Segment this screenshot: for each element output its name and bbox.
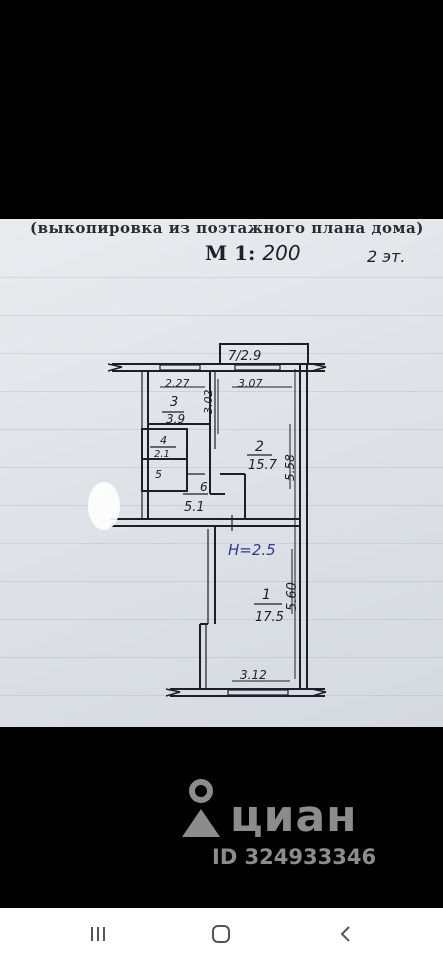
recents-icon xyxy=(91,927,105,941)
room-6-area: 5.1 xyxy=(184,500,205,515)
plan-caption: (выкопировка из поэтажного плана дома) xyxy=(30,219,424,237)
back-button[interactable] xyxy=(316,918,376,950)
ceiling-height-note: Н=2.5 xyxy=(228,541,276,559)
floor-plan-drawing: 7/2.9 2.27 3.07 3.02 5.58 5.60 3.12 3 3.… xyxy=(88,343,327,697)
room-3-area: 3.9 xyxy=(166,412,185,426)
image-viewer[interactable]: (выкопировка из поэтажного плана дома) М… xyxy=(0,0,443,908)
room-6-number: 6 xyxy=(200,480,208,494)
erased-patch xyxy=(88,482,120,530)
cian-watermark: циан ID 324933346 xyxy=(178,775,418,875)
home-icon xyxy=(212,925,230,943)
room-4-area: 2.1 xyxy=(154,449,170,460)
room-2-number: 2 xyxy=(255,439,264,455)
system-navigation-bar xyxy=(0,908,443,960)
room-4-number: 4 xyxy=(160,434,167,447)
dimension-312: 3.12 xyxy=(240,668,267,682)
recents-button[interactable] xyxy=(68,918,128,950)
location-pin-icon xyxy=(182,779,220,837)
room-1-area: 17.5 xyxy=(255,610,284,625)
home-button[interactable] xyxy=(191,918,251,950)
back-icon xyxy=(340,926,350,942)
balcony-label: 7/2.9 xyxy=(228,349,261,364)
dimension-307: 3.07 xyxy=(238,377,263,390)
room-5-number: 5 xyxy=(155,468,162,481)
room-2-area: 15.7 xyxy=(248,458,278,473)
room-1-number: 1 xyxy=(262,587,271,603)
scale-prefix: М 1: xyxy=(205,241,256,265)
watermark-listing-id: ID 324933346 xyxy=(212,845,377,869)
watermark-brand: циан xyxy=(230,791,358,842)
dimension-560: 5.60 xyxy=(285,582,300,611)
scale-value: 200 xyxy=(262,241,301,265)
scale-label: М 1: 200 xyxy=(205,241,301,265)
dimension-302: 3.02 xyxy=(202,390,215,415)
room-3-number: 3 xyxy=(170,395,178,410)
floor-label: 2 эт. xyxy=(367,247,406,266)
dimension-227: 2.27 xyxy=(165,377,190,390)
floor-plan-photo[interactable]: (выкопировка из поэтажного плана дома) М… xyxy=(0,219,443,727)
dimension-558: 5.58 xyxy=(283,454,297,481)
